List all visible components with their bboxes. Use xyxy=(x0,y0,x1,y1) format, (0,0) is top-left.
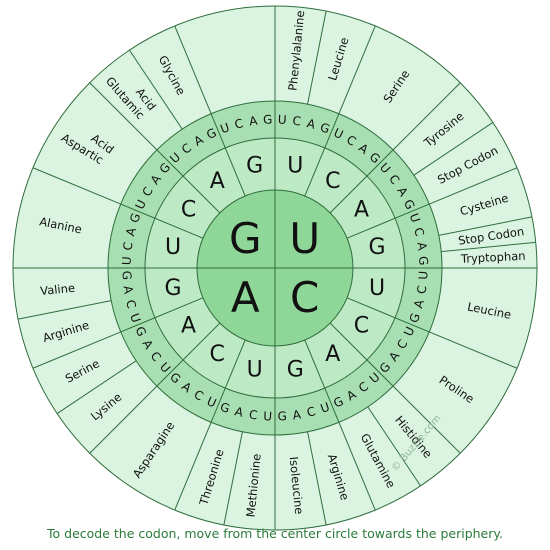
second-letter-u-u: U xyxy=(287,153,303,178)
second-letter-a-u: U xyxy=(247,358,263,383)
third-letter-c: C xyxy=(292,114,302,129)
third-letter-c: C xyxy=(121,241,136,251)
amino-divider xyxy=(441,241,536,253)
second-ring-divider xyxy=(156,322,221,387)
second-letter-g-c: C xyxy=(181,198,196,223)
amino-divider xyxy=(438,216,533,236)
third-letter-g: G xyxy=(277,409,287,423)
second-letter-c-u: U xyxy=(369,276,385,301)
second-letter-u-a: A xyxy=(354,198,369,223)
amino-divider xyxy=(429,167,518,205)
amino-divider xyxy=(174,25,212,114)
amino-divider xyxy=(307,431,327,526)
third-letter-a: A xyxy=(292,407,303,422)
second-letter-a-g: G xyxy=(164,276,181,301)
third-letter-c: C xyxy=(411,226,427,238)
third-letter-a: A xyxy=(121,285,136,296)
third-letter-g: G xyxy=(416,256,430,266)
second-ring-divider xyxy=(329,322,394,387)
second-ring-divider xyxy=(210,113,246,197)
second-letter-c-c: C xyxy=(354,313,369,338)
amino-divider xyxy=(89,385,158,454)
third-letter-g: G xyxy=(127,211,143,224)
third-letter-u: U xyxy=(119,256,133,265)
second-ring-divider xyxy=(304,113,340,197)
second-letter-c-a: A xyxy=(325,342,340,367)
third-letter-u: U xyxy=(278,112,287,126)
second-ring-divider xyxy=(346,203,430,239)
second-ring-divider xyxy=(304,339,340,423)
second-letter-a-a: A xyxy=(181,313,196,338)
amino-divider xyxy=(367,406,421,487)
third-letter-g: G xyxy=(119,270,133,280)
center-letter-c: C xyxy=(290,273,319,322)
third-letter-g: G xyxy=(263,112,273,126)
amino-divider xyxy=(307,10,327,105)
amino-label-methionine: Methionine xyxy=(243,453,263,518)
third-letter-c: C xyxy=(233,116,245,132)
third-letter-g: G xyxy=(407,311,423,324)
third-letter-u: U xyxy=(416,271,430,280)
second-letter-g-g: G xyxy=(246,153,263,178)
third-letter-c: C xyxy=(248,407,258,422)
center-letter-a: A xyxy=(231,273,260,322)
amino-divider xyxy=(17,300,112,320)
center-letter-g: G xyxy=(229,214,262,263)
third-letter-a: A xyxy=(414,241,429,252)
amino-divider xyxy=(338,422,376,511)
second-letter-u-g: G xyxy=(368,235,385,260)
third-letter-a: A xyxy=(248,113,259,128)
amino-divider xyxy=(32,331,121,369)
center-letter-u: U xyxy=(289,214,320,263)
amino-divider xyxy=(56,360,137,414)
second-ring-divider xyxy=(120,297,204,333)
amino-label-tryptophan: Tryptophan xyxy=(460,249,526,266)
amino-divider xyxy=(129,49,183,130)
second-ring-divider xyxy=(120,203,204,239)
second-letter-g-u: U xyxy=(165,235,181,260)
second-ring-divider xyxy=(156,149,221,214)
second-letter-u-c: C xyxy=(325,169,340,194)
amino-label-isoleucine: Isoleucine xyxy=(287,456,307,515)
amino-divider xyxy=(89,82,158,151)
amino-divider xyxy=(174,422,212,511)
second-letter-a-c: C xyxy=(210,342,225,367)
amino-divider xyxy=(392,385,461,454)
second-ring-divider xyxy=(329,149,394,214)
amino-divider xyxy=(223,431,243,526)
second-ring-divider xyxy=(346,297,430,333)
third-letter-u: U xyxy=(263,409,272,423)
third-letter-g: G xyxy=(218,400,231,416)
third-letter-c: C xyxy=(305,404,317,420)
amino-divider xyxy=(413,122,494,176)
amino-divider xyxy=(429,331,518,369)
second-letter-g-a: A xyxy=(210,169,225,194)
amino-label-valine: Valine xyxy=(40,281,76,298)
caption: To decode the codon, move from the cente… xyxy=(47,526,503,541)
second-ring-divider xyxy=(210,339,246,423)
amino-divider xyxy=(338,25,376,114)
third-letter-c: C xyxy=(123,298,139,310)
amino-divider xyxy=(32,167,121,205)
amino-divider xyxy=(392,82,461,151)
third-letter-c: C xyxy=(414,285,429,295)
second-letter-c-g: G xyxy=(287,358,304,383)
third-letter-g: G xyxy=(318,120,331,136)
